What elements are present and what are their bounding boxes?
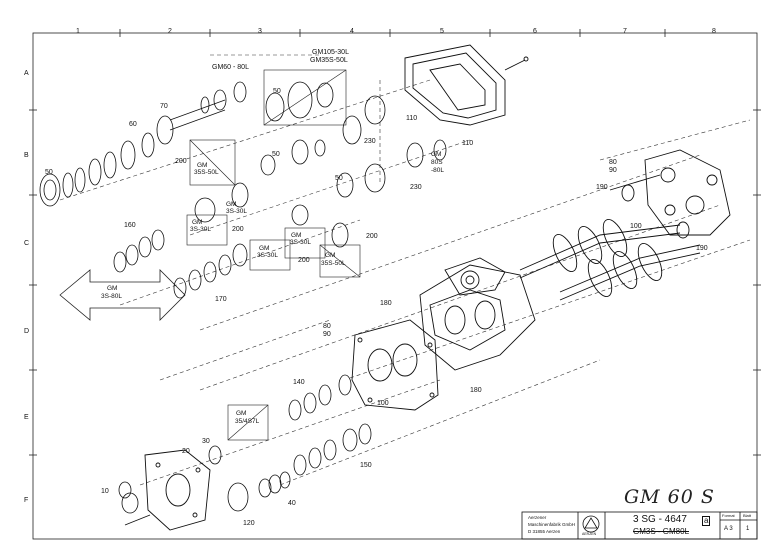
label-part-90-top: 90 [609, 167, 617, 174]
label-part-80-top: 80 [609, 159, 617, 166]
label-part-200-c: 200 [298, 257, 310, 264]
column-number-4: 4 [350, 28, 354, 35]
column-number-5: 5 [440, 28, 444, 35]
row-letter-f: F [24, 497, 29, 504]
label-gm60-80l: GM60 - 80L [212, 64, 249, 71]
row-letter-b: B [24, 152, 29, 159]
arrow-box [59, 269, 186, 321]
label-gm-3s-30l-b2: 3S-30L [190, 226, 211, 233]
label-gm35s-50l-top: GM35S-50L [310, 57, 348, 64]
label-gm-35s-50l-b1: GM [197, 162, 208, 169]
company-line-3: D 31855 Aerzen [528, 529, 561, 534]
column-number-7: 7 [623, 28, 627, 35]
label-part-140: 140 [293, 379, 305, 386]
label-part-70: 70 [160, 103, 168, 110]
label-part-120: 120 [243, 520, 255, 527]
label-part-110-b: 110 [462, 140, 474, 147]
drawing-frame [32, 32, 758, 540]
label-part-90-mid: 90 [323, 331, 331, 338]
main-pump-housing [419, 257, 536, 371]
row-letter-c: C [24, 240, 30, 247]
logo-caption: AERZEN [582, 532, 597, 536]
label-part-10: 10 [101, 488, 109, 495]
label-gm-80s-b: 80S [431, 159, 443, 166]
end-cover-bottom [124, 449, 211, 531]
column-number-3: 3 [258, 28, 262, 35]
label-part-230-b: 230 [410, 184, 422, 191]
label-gm-3s-30l-d2: 3S-30L [290, 239, 311, 246]
label-part-100-mid: 100 [377, 400, 389, 407]
label-part-100-right: 100 [630, 223, 642, 230]
label-gm-35s-50l-b2: 35S-50L [194, 169, 219, 176]
label-gm-3s-30l-d1: GM [291, 232, 302, 239]
label-gm-35-37l-2: 35/4S7L [235, 418, 260, 425]
label-part-30: 30 [202, 438, 210, 445]
label-part-50-left: 50 [45, 169, 53, 176]
variant-boxes [186, 69, 361, 441]
label-part-190-a: 190 [596, 184, 608, 191]
label-part-50-b: 50 [272, 151, 280, 158]
handwritten-model-note: GM 60 S [624, 486, 715, 508]
label-gm105-30l: GM105-30L [312, 49, 349, 56]
end-cover-right [644, 149, 731, 236]
label-gm-3s-30l-b1: GM [192, 219, 203, 226]
label-gm-35s-50l-c2: 35S-50L [321, 260, 346, 267]
label-gm-80s-c: -80L [431, 167, 445, 174]
label-part-60: 60 [129, 121, 137, 128]
label-part-40: 40 [288, 500, 296, 507]
rotor-pair [519, 174, 701, 301]
label-part-200-d: 200 [366, 233, 378, 240]
label-part-80-mid: 80 [323, 323, 331, 330]
label-part-200-a: 200 [175, 158, 187, 165]
row-letter-a: A [24, 70, 29, 77]
column-number-1: 1 [76, 28, 80, 35]
model-range: GM3S - GM80L [633, 527, 690, 536]
label-part-150: 150 [360, 462, 372, 469]
label-part-230-a: 230 [364, 138, 376, 145]
bearing-stack-left [39, 81, 247, 207]
drawing-number: 3 SG - 4647 [633, 514, 687, 525]
format-label: Format [722, 513, 735, 518]
label-part-180-b: 180 [470, 387, 482, 394]
column-number-8: 8 [712, 28, 716, 35]
label-gm-3s-80l-1: GM [107, 285, 118, 292]
label-part-180-a: 180 [380, 300, 392, 307]
label-part-190-b: 190 [696, 245, 708, 252]
label-gm-3s-30l-c2: 3S-30L [257, 252, 278, 259]
row-letter-e: E [24, 414, 29, 421]
seal-sets [113, 182, 349, 299]
label-gm-80s: GM [431, 151, 442, 158]
label-part-170: 170 [215, 296, 227, 303]
label-part-200-b: 200 [232, 226, 244, 233]
label-gm-35s-50l-c1: GM [325, 252, 336, 259]
format-value: A 3 [724, 526, 733, 532]
column-number-2: 2 [168, 28, 172, 35]
company-line-2: Maschinenfabrik GmbH [528, 522, 576, 527]
label-part-20: 20 [182, 448, 190, 455]
gear-housing-front [351, 319, 439, 411]
label-part-50-a: 50 [273, 88, 281, 95]
label-part-160: 160 [124, 222, 136, 229]
column-number-6: 6 [533, 28, 537, 35]
label-gm-3s-30l-a1: GM [226, 201, 237, 208]
label-gm-3s-30l-a2: 3S-30L [226, 208, 247, 215]
sheet-value: 1 [746, 526, 750, 532]
revision-marker: a [702, 516, 711, 526]
row-letter-d: D [24, 328, 30, 335]
company-line-1: Aerzener [528, 515, 547, 520]
label-part-50-c: 50 [335, 175, 343, 182]
seal-sets-lower [118, 374, 372, 514]
label-part-110-a: 110 [406, 115, 418, 122]
title-block [521, 511, 758, 540]
label-gm-3s-30l-c1: GM [259, 245, 270, 252]
sheet-label: Blatt [743, 513, 752, 518]
pump-housing-top [404, 44, 529, 126]
label-gm-35-37l-1: GM [236, 410, 247, 417]
timing-gears [260, 81, 447, 198]
label-gm-3s-80l-2: 3S-80L [101, 293, 122, 300]
